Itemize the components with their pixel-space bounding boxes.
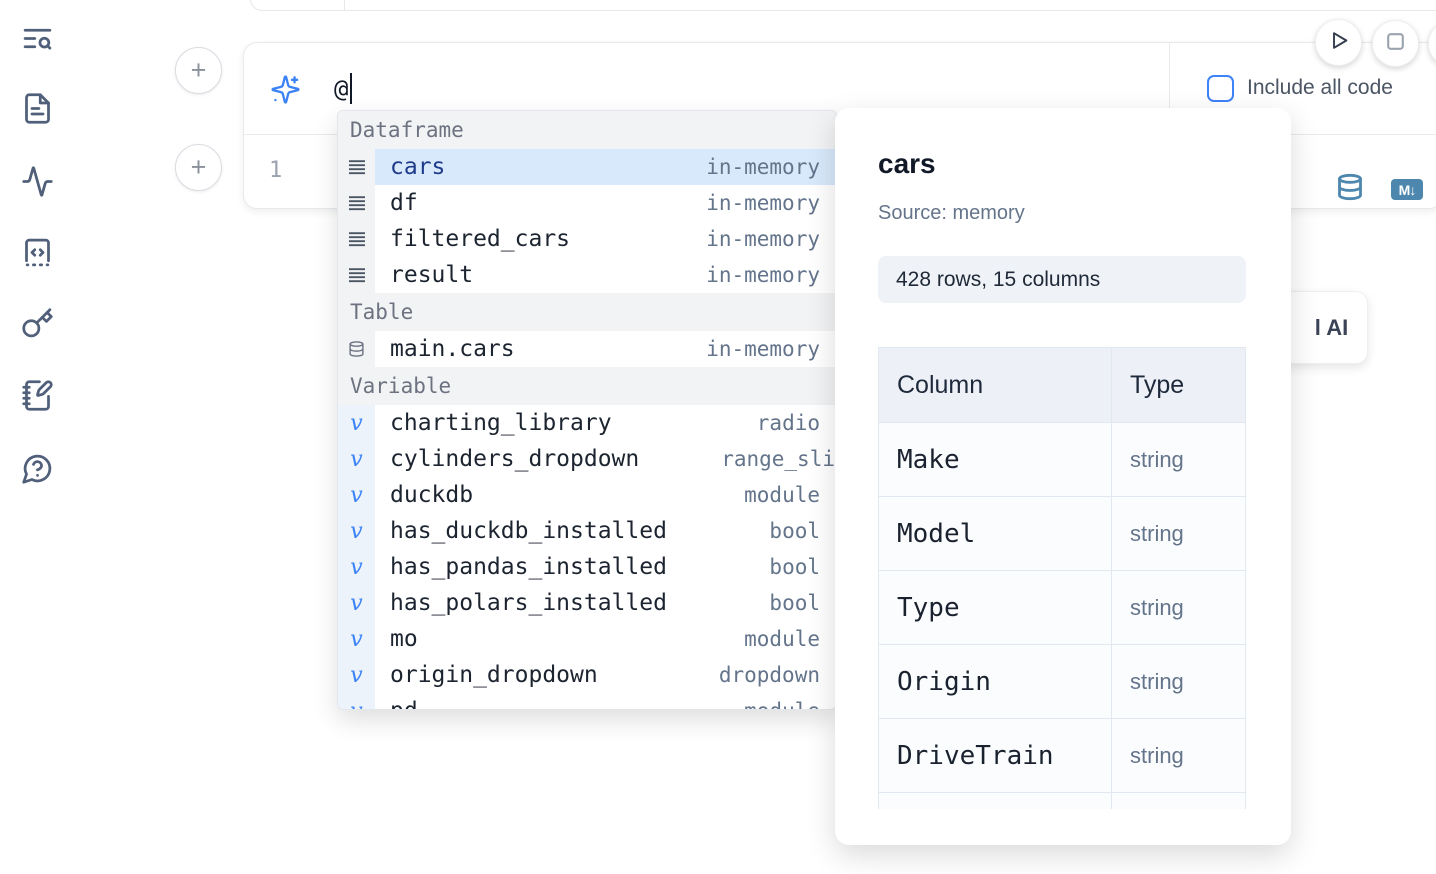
- stop-icon: [1383, 29, 1408, 59]
- autocomplete-section-header: Dataframe: [338, 111, 836, 149]
- text-caret: [350, 73, 353, 104]
- variable-icon: v: [338, 621, 375, 657]
- snippets-code-icon: [21, 236, 54, 274]
- table-row: Origin string: [879, 644, 1245, 718]
- database-icon[interactable]: [1336, 172, 1364, 207]
- sidebar-item-snippets[interactable]: [18, 236, 56, 274]
- run-cell-button[interactable]: [1315, 19, 1362, 66]
- line-number: 1: [269, 158, 283, 183]
- variable-icon: v: [338, 513, 375, 549]
- variable-icon: v: [338, 405, 375, 441]
- autocomplete-item-clipped[interactable]: v pd module: [338, 693, 836, 709]
- include-all-code-checkbox[interactable]: [1207, 75, 1234, 102]
- autocomplete-item-cylinders-dropdown[interactable]: v cylinders_dropdown range_sli: [338, 441, 836, 477]
- markdown-icon[interactable]: M↓: [1391, 179, 1423, 200]
- variable-icon: v: [338, 657, 375, 693]
- autocomplete-item-main-cars[interactable]: main.cars in-memory: [338, 331, 836, 367]
- autocomplete-section-header: Table: [338, 293, 836, 331]
- table-row: Type string: [879, 570, 1245, 644]
- sparkles-icon: [270, 74, 301, 110]
- preview-source: Source: memory: [878, 202, 1025, 224]
- column-header: Column: [879, 348, 1112, 422]
- table-row: Make string: [879, 422, 1245, 496]
- autocomplete-section-header: Variable: [338, 367, 836, 405]
- autocomplete-item-duckdb[interactable]: v duckdb module: [338, 477, 836, 513]
- play-icon: [1325, 27, 1352, 59]
- autocomplete-item-filtered-cars[interactable]: filtered_cars in-memory: [338, 221, 836, 257]
- notebook-pen-icon: [21, 379, 54, 417]
- dataframe-preview-panel: cars Source: memory 428 rows, 15 columns…: [835, 108, 1291, 845]
- table-row: [879, 792, 1245, 809]
- autocomplete-item-has-pandas-installed[interactable]: v has_pandas_installed bool: [338, 549, 836, 585]
- sidebar-item-activity[interactable]: [18, 165, 56, 203]
- table-row: Model string: [879, 496, 1245, 570]
- sidebar-item-help[interactable]: [18, 452, 56, 490]
- preview-title: cars: [878, 148, 936, 179]
- dataframe-rows-icon: [338, 185, 375, 221]
- variable-icon: v: [338, 585, 375, 621]
- previous-cell-fragment: [250, 0, 1436, 11]
- list-search-icon: [21, 22, 54, 60]
- autocomplete-item-result[interactable]: result in-memory: [338, 257, 836, 293]
- sidebar-item-search[interactable]: [18, 22, 56, 60]
- autocomplete-popup: Dataframe cars in-memory df in-memory fi…: [337, 110, 837, 710]
- dataframe-rows-icon: [338, 257, 375, 293]
- table-database-icon: [338, 331, 375, 367]
- preview-shape-badge: 428 rows, 15 columns: [878, 256, 1246, 303]
- preview-schema-table: Column Type Make string Model string Typ…: [878, 347, 1246, 809]
- sidebar-item-secrets[interactable]: [18, 307, 56, 345]
- type-header: Type: [1130, 370, 1185, 399]
- sidebar-item-files[interactable]: [18, 92, 56, 130]
- key-icon: [21, 307, 54, 345]
- variable-icon: v: [338, 549, 375, 585]
- table-row: DriveTrain string: [879, 718, 1245, 792]
- autocomplete-item-has-polars-installed[interactable]: v has_polars_installed bool: [338, 585, 836, 621]
- include-all-code-label: Include all code: [1247, 76, 1393, 99]
- dataframe-rows-icon: [338, 149, 375, 185]
- dataframe-rows-icon: [338, 221, 375, 257]
- variable-icon: v: [338, 441, 375, 477]
- autocomplete-item-mo[interactable]: v mo module: [338, 621, 836, 657]
- autocomplete-item-charting-library[interactable]: v charting_library radio: [338, 405, 836, 441]
- variable-icon: v: [338, 477, 375, 513]
- autocomplete-item-df[interactable]: df in-memory: [338, 185, 836, 221]
- stop-button[interactable]: [1372, 20, 1419, 67]
- activity-icon: [21, 165, 54, 203]
- help-chat-icon: [21, 452, 54, 490]
- ai-prompt-input[interactable]: @: [334, 73, 353, 104]
- autocomplete-item-origin-dropdown[interactable]: v origin_dropdown dropdown: [338, 657, 836, 693]
- autocomplete-item-cars[interactable]: cars in-memory: [338, 149, 836, 185]
- table-header-row: Column Type: [879, 348, 1245, 422]
- add-cell-above-button[interactable]: +: [175, 47, 222, 94]
- autocomplete-item-has-duckdb-installed[interactable]: v has_duckdb_installed bool: [338, 513, 836, 549]
- add-cell-below-button[interactable]: +: [175, 144, 222, 191]
- variable-icon: v: [338, 693, 375, 709]
- file-text-icon: [21, 92, 54, 130]
- sidebar-item-scratchpad[interactable]: [18, 379, 56, 417]
- divider: [1169, 43, 1170, 134]
